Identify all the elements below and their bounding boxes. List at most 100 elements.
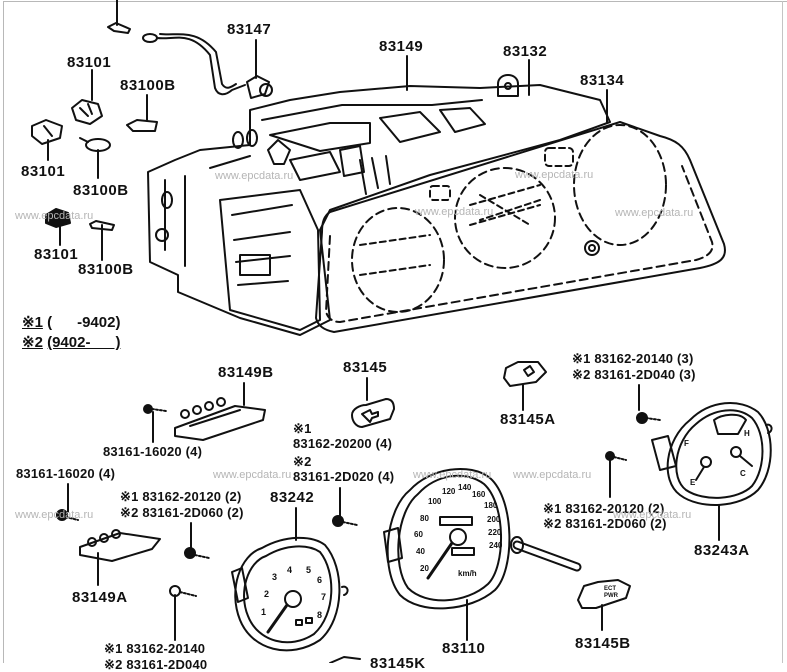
bulb-83100B-c <box>89 220 115 231</box>
bulb-83100B-a <box>126 119 158 132</box>
fuel-empty-mark: E <box>690 478 696 487</box>
label-83101-b: 83101 <box>21 163 66 180</box>
label-83149: 83149 <box>379 38 424 55</box>
callout-part: 83162-20140 <box>126 641 206 656</box>
label-83149A: 83149A <box>72 589 128 606</box>
callout-part: 83161-2D040 (3) <box>594 367 696 382</box>
speed-tick-180: 180 <box>484 501 498 510</box>
watermark: www.epcdata.ru <box>215 170 294 182</box>
legend-note-1-range: ( -9402) <box>47 314 121 331</box>
label-83145: 83145 <box>343 359 388 376</box>
legend-note-2-symbol: ※2 <box>22 334 43 351</box>
leader-lines <box>47 0 720 641</box>
callout-sym: ※1 <box>543 501 562 516</box>
callout-part: 83161-2D040 <box>126 657 208 672</box>
callout-sym: ※1 <box>120 489 139 504</box>
callout-bottom-n2: ※2 83161-2D040 <box>104 658 207 671</box>
label-83100B-a: 83100B <box>120 77 176 94</box>
callout-83145-n1: 83162-20200 (4) <box>293 436 393 451</box>
callout-part: 83161-2D060 (2) <box>565 516 667 531</box>
label-83101-a: 83101 <box>67 54 112 71</box>
frame-left-border <box>3 1 4 663</box>
label-83161-16020-b: 83161-16020 (4) <box>16 466 116 481</box>
label-83145A: 83145A <box>500 411 556 428</box>
watermark: www.epcdata.ru <box>515 169 594 181</box>
temp-hot-mark: H <box>744 429 750 438</box>
callout-part: 83162-20140 (3) <box>594 351 694 366</box>
wire-harness-83147 <box>142 33 273 99</box>
label-83161-16020-a: 83161-16020 (4) <box>103 444 203 459</box>
tach-tick-4: 4 <box>287 565 292 575</box>
label-83243A: 83243A <box>694 542 750 559</box>
watermark: www.epcdata.ru <box>513 469 592 481</box>
watermark: www.epcdata.ru <box>413 469 492 481</box>
indicator-plate-text: ECT PWR <box>604 586 619 599</box>
printed-circuit-83132 <box>219 189 321 331</box>
speed-tick-160: 160 <box>472 490 486 499</box>
watermark: www.epcdata.ru <box>15 210 94 222</box>
speed-tick-140: 140 <box>458 483 472 492</box>
callout-83242-n2: ※2 83161-2D060 (2) <box>120 506 244 519</box>
speed-tick-200: 200 <box>487 515 501 524</box>
tach-tick-2: 2 <box>264 589 269 599</box>
callout-83145-n2-sym: ※2 <box>293 454 312 469</box>
speed-tick-220: 220 <box>488 528 502 537</box>
speed-tick-60: 60 <box>414 530 423 539</box>
bulb-83100B-b <box>79 137 111 152</box>
screw-83162-20140-a <box>636 412 661 424</box>
callout-sym: ※1 <box>104 641 123 656</box>
speed-tick-240: 240 <box>489 541 503 550</box>
callout-83243A-n1: ※1 83162-20120 (2) <box>543 502 664 515</box>
callout-83242-n1: ※1 83162-20120 (2) <box>120 490 241 503</box>
frame-top-border <box>3 1 787 2</box>
indicator-plate-83145B <box>577 579 631 609</box>
callout-sym: ※2 <box>543 516 562 531</box>
watermark: www.epcdata.ru <box>613 509 692 521</box>
tach-tick-7: 7 <box>321 592 326 602</box>
callout-sym: ※2 <box>104 657 123 672</box>
screw-83162-20140-b <box>169 585 197 597</box>
callout-bottom-n1: ※1 83162-20140 <box>104 642 205 655</box>
callout-sym: ※2 <box>120 505 139 520</box>
tach-tick-3: 3 <box>272 572 277 582</box>
label-83100B-b: 83100B <box>73 182 129 199</box>
watermark: www.epcdata.ru <box>213 469 292 481</box>
tachometer-tick-labels: 1 2 3 4 5 6 7 8 <box>261 565 326 620</box>
callout-sym: ※1 <box>572 351 591 366</box>
label-83101-c: 83101 <box>34 246 79 263</box>
combination-gauge-83243A <box>651 402 773 506</box>
label-83110: 83110 <box>442 640 486 657</box>
screw-83162-20200 <box>332 515 358 527</box>
speed-unit: km/h <box>458 569 477 578</box>
speed-tick-40: 40 <box>416 547 425 556</box>
screw-83162-20120-b <box>184 547 210 559</box>
callout-part: 83161-2D060 (2) <box>142 505 244 520</box>
callout-sym: ※2 <box>572 367 591 382</box>
legend-note-1: ※1 ( -9402) <box>22 315 120 330</box>
indicator-plate-83145A <box>503 361 547 387</box>
bulb-socket-icon <box>107 22 131 34</box>
label-83242: 83242 <box>270 489 315 506</box>
tach-tick-6: 6 <box>317 575 322 585</box>
label-83145K-partial: 83145K <box>370 655 426 672</box>
frame-right-border <box>782 1 783 663</box>
label-83132: 83132 <box>503 43 548 60</box>
legend-note-2: ※2 (9402- ) <box>22 335 120 350</box>
speed-tick-120: 120 <box>442 487 456 496</box>
callout-83243A-n2: ※2 83161-2D060 (2) <box>543 517 667 530</box>
callout-83145-n1-sym: ※1 <box>293 421 312 436</box>
temp-cold-mark: C <box>740 469 746 478</box>
label-83100B-c: 83100B <box>78 261 134 278</box>
svg-text:PWR: PWR <box>604 593 619 599</box>
connector-83149A <box>79 529 161 562</box>
speed-tick-100: 100 <box>428 497 442 506</box>
callout-part: 83162-20120 (2) <box>142 489 242 504</box>
speedometer-83110 <box>383 467 582 610</box>
label-83134: 83134 <box>580 72 625 89</box>
screw-83162-20120-a <box>605 451 627 461</box>
cluster-housing-83149 <box>147 74 611 336</box>
tach-tick-5: 5 <box>306 565 311 575</box>
screw-83161-16020-b <box>56 509 79 521</box>
lens-83134 <box>315 121 726 333</box>
